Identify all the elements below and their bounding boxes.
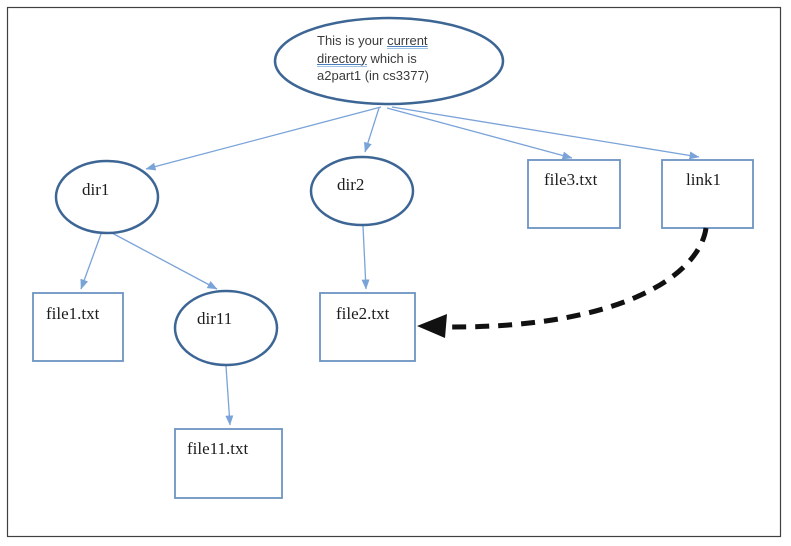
edge-dir2-file2-arrow <box>361 225 370 290</box>
file1-label: file1.txt <box>46 304 100 323</box>
dir11-ellipse <box>173 289 279 367</box>
dir1-ellipse <box>54 159 160 235</box>
symlink-arrowhead <box>417 314 447 338</box>
link1-rect <box>661 159 754 229</box>
root-directory-label: This is your current directory which is … <box>317 32 477 85</box>
dir11-label: dir11 <box>197 309 233 328</box>
edge-dir1-file1-arrow <box>80 233 102 290</box>
root-label-line3: a2part1 (in cs3377) <box>317 67 477 85</box>
edge-dir11-file11-arrow <box>225 365 234 426</box>
root-label-line2: directory which is <box>317 50 477 68</box>
root-label-line2-suffix: which is <box>366 50 417 66</box>
file2-label: file2.txt <box>336 304 390 323</box>
link1-label: link1 <box>686 170 721 189</box>
file11-label: file11.txt <box>187 439 249 458</box>
dir2-ellipse <box>309 155 415 227</box>
file2-rect <box>319 292 416 362</box>
root-label-line1: This is your current <box>317 32 477 50</box>
root-directory-ellipse <box>273 16 505 106</box>
canvas-border <box>6 6 782 538</box>
edge-dir1-dir11-arrow <box>111 232 218 290</box>
edge-root-link1-arrow <box>391 106 700 160</box>
root-label-directory-link: directory <box>317 50 367 67</box>
dir2-label: dir2 <box>337 175 365 194</box>
edge-root-dir2-arrow <box>364 107 380 153</box>
edge-root-file3-arrow <box>386 107 573 160</box>
root-label-line1-prefix: This is your <box>317 33 388 48</box>
file3-rect <box>527 159 621 229</box>
root-label-line3-text: a2part1 (in cs3377) <box>317 68 430 83</box>
dir1-label: dir1 <box>82 180 110 199</box>
symlink-dashed-curve <box>447 227 709 330</box>
file1-rect <box>32 292 124 362</box>
file11-rect <box>174 428 283 499</box>
edge-root-dir1-arrow <box>145 106 382 171</box>
root-label-current-link: current <box>387 33 428 49</box>
file3-label: file3.txt <box>544 170 598 189</box>
